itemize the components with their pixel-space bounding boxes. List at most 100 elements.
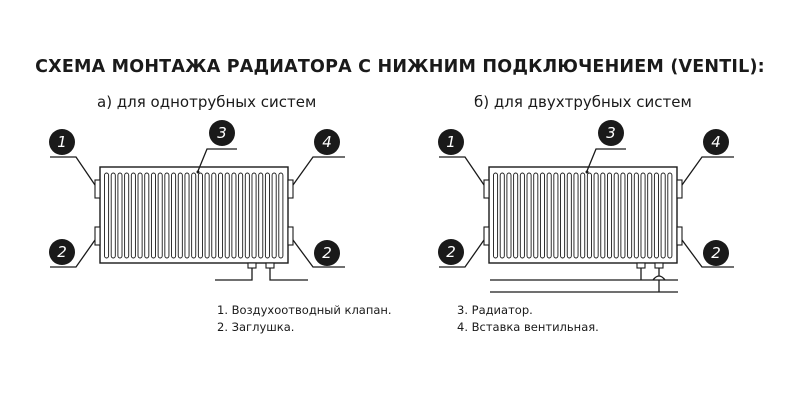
leader-dot [585,170,589,174]
callout-plug-right-number: 2 [322,244,332,262]
legend-right: 3. Радиатор. 4. Вставка вентильная. [457,302,599,336]
radiator-fin [667,172,673,259]
side-connector [483,226,490,246]
callout-valve-insert-badge [314,129,340,155]
radiator-fin [271,172,277,259]
radiator-fin [533,172,539,259]
callout-air-valve-badge [438,129,464,155]
callout-air-valve-badge [49,129,75,155]
side-connector [94,226,101,246]
bottom-valve [636,262,646,269]
callout-radiator-number: 3 [217,124,227,142]
leader-plug-right [681,239,734,268]
callout-plug-left-badge [49,239,75,265]
leader-radiator [197,148,237,172]
radiator-fin [493,172,499,259]
page-title: СХЕМА МОНТАЖА РАДИАТОРА С НИЖНИМ ПОДКЛЮЧ… [35,57,765,77]
radiator-fin [640,172,646,259]
radiator-fin [633,172,639,259]
leader-valve-insert [681,156,734,186]
radiator-fin [184,172,190,259]
radiator-fin [258,172,264,259]
radiator-fin [647,172,653,259]
radiator-fin [231,172,237,259]
pipe-riser-return [652,268,666,292]
bottom-valve [265,262,275,269]
callout-plug-left-number: 2 [446,243,456,261]
callout-radiator-badge [598,120,624,146]
legend-item-air-valve: 1. Воздухоотводный клапан. [217,303,392,317]
legend-item-valve-insert: 4. Вставка вентильная. [457,320,599,334]
radiator-fin [191,172,197,259]
radiator-fin [171,172,177,259]
leader-dot [196,170,200,174]
callout-air-valve-number: 1 [57,133,67,151]
radiator-fin [177,172,183,259]
pipe-return [269,268,308,281]
radiator-fin [566,172,572,259]
callout-plug-right-badge [314,240,340,266]
side-connector [483,179,490,199]
radiator-fin [204,172,210,259]
pipe-supply [215,268,253,281]
legend-item-plug: 2. Заглушка. [217,320,295,334]
radiator-fin [104,172,110,259]
radiator-fin [607,172,613,259]
radiator-fin [218,172,224,259]
radiator-fin [144,172,150,259]
radiator-fin [580,172,586,259]
callout-plug-right-number: 2 [711,244,721,262]
leader-plug-left [439,239,485,268]
callout-valve-insert-number: 4 [322,133,332,151]
radiator-fin [620,172,626,259]
radiator-fin [499,172,505,259]
radiator-fin [150,172,156,259]
bottom-valve [247,262,257,269]
radiator-fin [238,172,244,259]
radiator-fin [224,172,230,259]
side-connector [676,226,683,246]
radiator-fin [137,172,143,259]
callout-plug-right-badge [703,240,729,266]
leader-air-valve [50,156,96,186]
radiator-fin [600,172,606,259]
radiator-fin [117,172,123,259]
radiator-fin [278,172,284,259]
radiator-fin [244,172,250,259]
leader-plug-left [50,239,96,268]
radiator-fin [546,172,552,259]
radiator-fin [660,172,666,259]
diagram-single-pipe: 1 2 3 4 2 [49,120,345,281]
radiator-fin [573,172,579,259]
radiator-fin [519,172,525,259]
leader-air-valve [439,156,485,186]
radiator-fin [560,172,566,259]
side-connector [94,179,101,199]
subtitle-single-pipe: а) для однотрубных систем [97,93,317,111]
radiator-fin [539,172,545,259]
radiator-fin [653,172,659,259]
callout-valve-insert-number: 4 [711,133,721,151]
legend-item-radiator: 3. Радиатор. [457,303,533,317]
callout-air-valve-number: 1 [446,133,456,151]
radiator-fin [124,172,130,259]
radiator-fin [513,172,519,259]
radiator-fin [613,172,619,259]
radiator-fin [110,172,116,259]
side-connector [287,179,294,199]
radiator-fin [506,172,512,259]
radiator-fin [197,172,203,259]
radiator-fin [526,172,532,259]
radiator-fin [211,172,217,259]
legend-left: 1. Воздухоотводный клапан. 2. Заглушка. [217,302,392,336]
radiator-fin [251,172,257,259]
radiator-fin [586,172,592,259]
side-connector [287,226,294,246]
radiator-fin [264,172,270,259]
radiator-fin [553,172,559,259]
callout-plug-left-number: 2 [57,243,67,261]
subtitle-two-pipe: б) для двухтрубных систем [474,93,692,111]
radiator-fin [130,172,136,259]
